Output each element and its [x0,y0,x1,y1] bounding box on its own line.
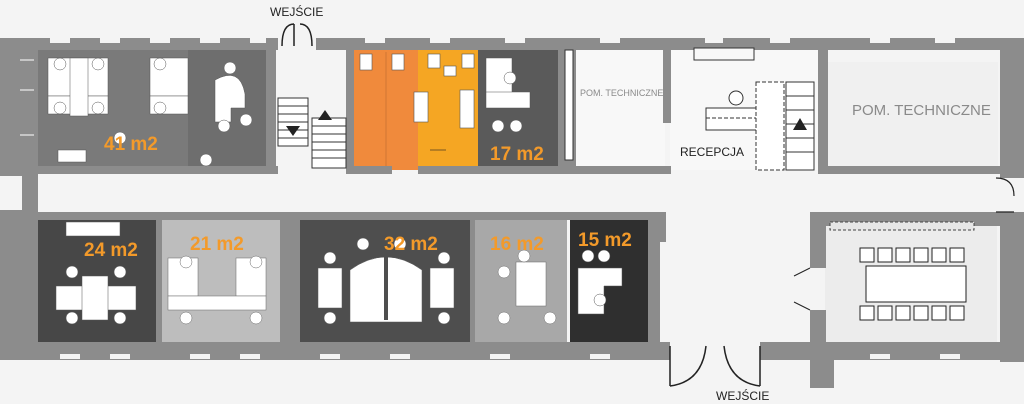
room-tech-small [575,48,665,170]
door-entrance-bottom [669,345,761,387]
room-24-area: 24 m2 [84,240,138,261]
desks-41 [47,57,253,167]
stairs-reception [755,81,815,171]
desks-16 [497,249,557,325]
room-tech-large [828,62,998,166]
conference-table [829,221,975,321]
door-conference [793,267,811,311]
entrance-top-label: WEJŚCIE [270,4,323,19]
tech-room-small-stripe [564,49,574,161]
desks-24 [55,221,137,325]
room-41-area: 41 m2 [104,134,158,155]
desks-17 [485,57,531,133]
windows-bottom [60,354,960,359]
tech-room-small-label: POM. TECHNICZNE [580,88,663,98]
door-entrance-top [281,23,313,47]
radiators-top [20,59,34,136]
walls [0,38,1024,388]
door-side-right [995,177,1015,213]
stairs-top [277,97,347,169]
restroom-fixtures [359,52,475,166]
room-16-area: 16 m2 [490,234,544,255]
reception-label: RECEPCJA [680,145,744,159]
room-15-area: 15 m2 [578,230,632,251]
desks-32 [317,237,455,325]
desks-15 [577,249,623,315]
windows-top [50,38,955,43]
room-17-area: 17 m2 [490,144,544,165]
tech-room-large-label: POM. TECHNICZNE [852,102,991,119]
desks-21 [167,255,267,325]
entrance-bottom-label: WEJŚCIE [716,388,769,403]
room-32-area: 32 m2 [384,234,438,255]
room-21-area: 21 m2 [190,234,244,255]
